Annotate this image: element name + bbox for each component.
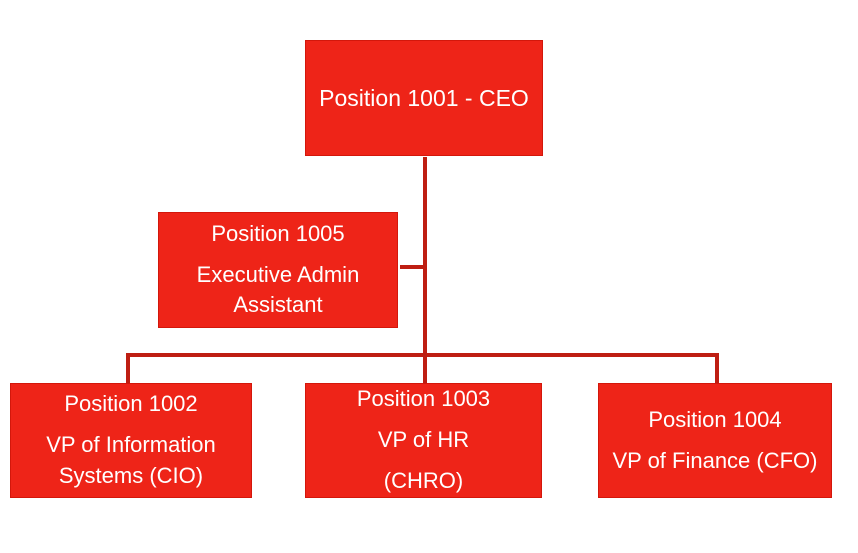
node-subtitle: VP of Information Systems (CIO) [46, 432, 216, 488]
node-title: Position 1002 [64, 391, 198, 417]
node-subtitle: (CHRO) [383, 467, 464, 493]
org-node-vp-chro: Position 1003 VP of HR (CHRO) [305, 383, 542, 498]
org-node-vp-cio: Position 1002 VP of Information Systems … [10, 383, 252, 498]
node-title: Position 1005 [211, 220, 345, 246]
node-subtitle: Executive Admin Assistant [196, 261, 360, 318]
node-title: Position 1003 [356, 386, 491, 412]
connector-horizontal-main [126, 353, 719, 357]
node-title: Position 1001 - CEO [319, 84, 529, 111]
node-subtitle: VP of Finance (CFO) [612, 447, 818, 473]
org-node-exec-admin: Position 1005 Executive Admin Assistant [158, 212, 398, 328]
node-title: Position 1004 [648, 406, 782, 432]
connector-admin-stub [400, 265, 427, 269]
connector-drop-left [126, 353, 130, 383]
connector-vertical-main [423, 157, 427, 383]
node-subtitle: VP of HR [377, 427, 470, 453]
connector-drop-right [715, 353, 719, 383]
org-node-vp-cfo: Position 1004 VP of Finance (CFO) [598, 383, 832, 498]
org-node-ceo: Position 1001 - CEO [305, 40, 543, 156]
